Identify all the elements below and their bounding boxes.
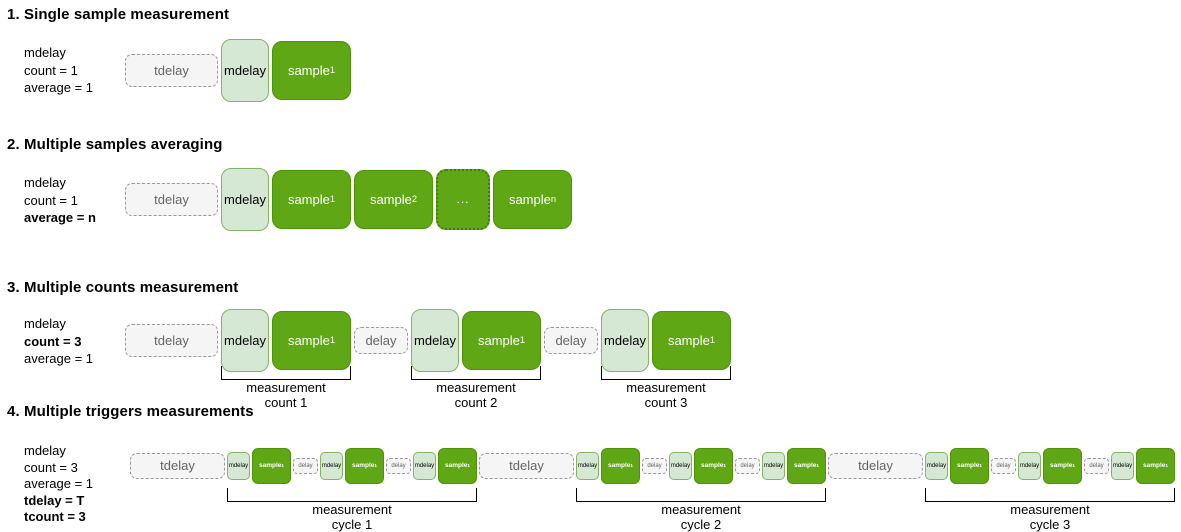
mdelay-box: mdelay	[411, 308, 459, 372]
bracket-line	[227, 488, 477, 502]
param-label: average = 1	[24, 80, 94, 95]
param-label: average = 1	[24, 351, 94, 366]
mdelay-sm-box: mdelay	[413, 451, 436, 480]
param-label: count = 1	[24, 192, 78, 208]
delay-sm-box: delay	[386, 457, 411, 474]
parameter-list: mdelay count = 1 average = 1	[24, 44, 93, 97]
param-label: tdelay = T	[24, 492, 85, 508]
mdelay-sm-box: mdelay	[762, 451, 785, 480]
delay-box: delay	[354, 326, 408, 354]
mdelay-box: mdelay	[221, 167, 269, 231]
param-label: count = 3	[24, 459, 78, 475]
bracket-label-line2: cycle 1	[331, 517, 373, 532]
section-heading: 3. Multiple counts measurement	[7, 279, 239, 296]
parameter-list: mdelay count = 3 average = 1	[24, 315, 93, 368]
param-label: average = n	[24, 210, 96, 225]
param-label: count = 1	[24, 62, 78, 78]
bracket-label-line2: count 2	[454, 395, 498, 410]
param-label: tcount = 3	[24, 509, 86, 524]
bracket-label-line1: measurement	[436, 380, 516, 395]
tdelay-box: tdelay	[125, 182, 218, 216]
tdelay-box: tdelay	[125, 53, 218, 87]
bracket-label-line2: cycle 2	[680, 517, 722, 532]
delay-box: delay	[544, 326, 598, 354]
bracket-label-line1: measurement	[246, 380, 326, 395]
bracket-label-line1: measurement	[626, 380, 706, 395]
mdelay-sm-box: mdelay	[320, 451, 343, 480]
param-label: mdelay	[24, 443, 66, 458]
delay-sm-box: delay	[735, 457, 760, 474]
delay-sm-box: delay	[991, 457, 1016, 474]
delay-sm-box: delay	[293, 457, 318, 474]
bracket-label-line2: count 3	[644, 395, 688, 410]
mdelay-sm-box: mdelay	[925, 451, 948, 480]
tdelay-box: tdelay	[125, 323, 218, 357]
mdelay-box: mdelay	[221, 308, 269, 372]
bracket-line	[925, 488, 1175, 502]
mdelay-sm-box: mdelay	[1111, 451, 1134, 480]
parameter-list: mdelay count = 1 average = n	[24, 174, 96, 227]
param-label: mdelay	[24, 316, 66, 331]
bracket-line	[576, 488, 826, 502]
tdelay-box: tdelay	[130, 452, 225, 479]
bracket-label-line1: measurement	[661, 502, 741, 517]
bracket-line	[221, 366, 351, 380]
param-label: count = 3	[24, 333, 82, 349]
mdelay-sm-box: mdelay	[576, 451, 599, 480]
delay-sm-box: delay	[1084, 457, 1109, 474]
bracket-line	[411, 366, 541, 380]
section-heading: 4. Multiple triggers measurements	[7, 403, 254, 420]
delay-sm-box: delay	[642, 457, 667, 474]
bracket-label-line1: measurement	[1010, 502, 1090, 517]
mdelay-sm-box: mdelay	[227, 451, 250, 480]
mdelay-sm-box: mdelay	[1018, 451, 1041, 480]
bracket-label-line2: cycle 3	[1029, 517, 1071, 532]
param-label: mdelay	[24, 45, 66, 60]
mdelay-box: mdelay	[601, 308, 649, 372]
tdelay-box: tdelay	[479, 452, 574, 479]
bracket-label-line1: measurement	[312, 502, 392, 517]
tdelay-box: tdelay	[828, 452, 923, 479]
param-label: average = 1	[24, 476, 94, 491]
bracket-label-line2: count 1	[264, 395, 308, 410]
bracket-line	[601, 366, 731, 380]
section-heading: 2. Multiple samples averaging	[7, 136, 223, 153]
dots-box: ...	[436, 168, 490, 230]
param-label: mdelay	[24, 175, 66, 190]
mdelay-box: mdelay	[221, 38, 269, 102]
mdelay-sm-box: mdelay	[669, 451, 692, 480]
section-heading: 1. Single sample measurement	[7, 6, 230, 23]
